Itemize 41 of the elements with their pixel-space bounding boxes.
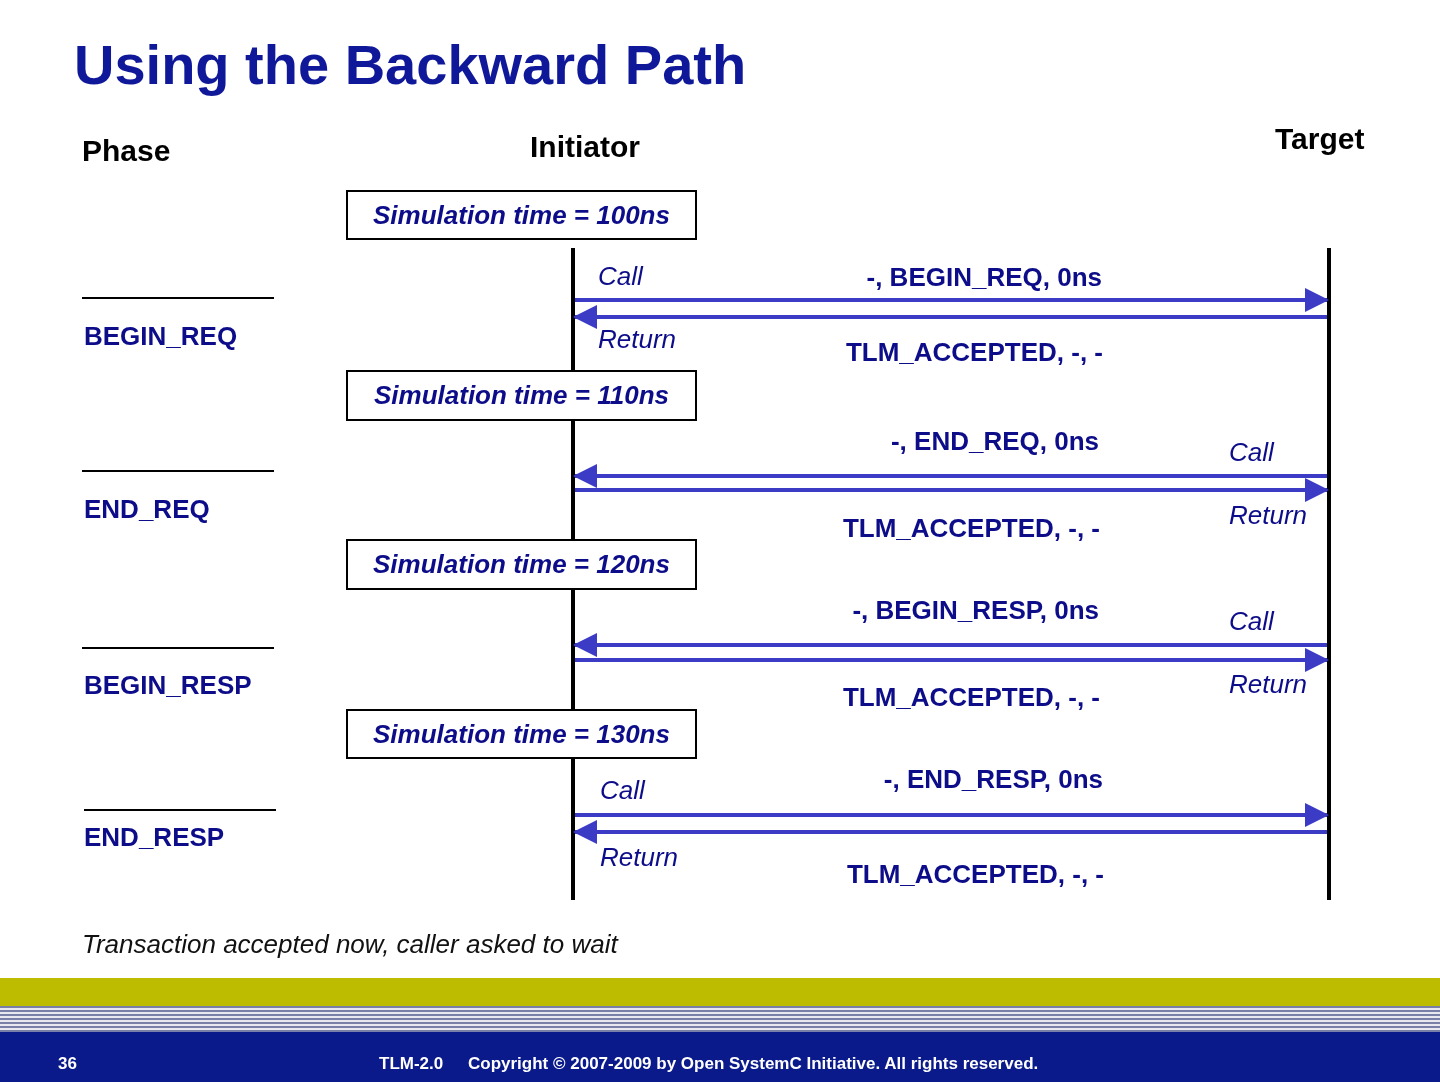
footer-text: TLM-2.0 <box>379 1054 444 1074</box>
footer-text: 36 <box>58 1054 77 1074</box>
edge-label: -, END_RESP, 0ns <box>883 764 1103 795</box>
phase-name: END_REQ <box>84 494 210 525</box>
arrow <box>573 464 1327 488</box>
time-box: Simulation time = 100ns <box>346 190 697 240</box>
phase-name: BEGIN_REQ <box>84 321 238 352</box>
column-heading: Target <box>1275 122 1365 156</box>
call-return-label: Return <box>600 842 679 873</box>
call-return-label: Return <box>1229 669 1308 700</box>
phase-name: BEGIN_RESP <box>84 670 252 701</box>
arrow <box>573 820 1327 844</box>
arrow <box>575 288 1329 312</box>
call-return-label: Call <box>600 775 645 806</box>
edge-label: -, BEGIN_RESP, 0ns <box>852 595 1099 626</box>
footer-text: Copyright © 2007-2009 by Open SystemC Initiative. All rights reserved. <box>468 1054 1039 1074</box>
arrow <box>573 305 1327 329</box>
arrow <box>573 633 1327 657</box>
edge-label: TLM_ACCEPTED, -, - <box>845 337 1103 368</box>
slide-title: Using the Backward Path <box>74 32 747 97</box>
call-return-label: Call <box>1229 437 1274 468</box>
column-heading: Phase <box>82 134 171 168</box>
arrow <box>575 478 1329 502</box>
time-box: Simulation time = 130ns <box>346 709 697 759</box>
call-return-label: Return <box>598 324 677 355</box>
call-return-label: Call <box>1229 606 1274 637</box>
edge-label: TLM_ACCEPTED, -, - <box>842 513 1100 544</box>
call-return-label: Call <box>598 261 643 292</box>
arrow <box>575 803 1329 827</box>
edge-label: TLM_ACCEPTED, -, - <box>842 682 1100 713</box>
edge-label: -, END_REQ, 0ns <box>890 426 1099 457</box>
time-box: Simulation time = 120ns <box>346 539 697 590</box>
phase-name: END_RESP <box>84 822 225 853</box>
call-return-label: Return <box>1229 500 1308 531</box>
lifeline <box>1327 248 1331 900</box>
time-box: Simulation time = 110ns <box>346 370 697 421</box>
note-text: Transaction accepted now, caller asked to wait <box>82 929 618 960</box>
edge-label: TLM_ACCEPTED, -, - <box>846 859 1104 890</box>
arrow <box>575 648 1329 672</box>
edge-label: -, BEGIN_REQ, 0ns <box>866 262 1102 293</box>
column-heading: Initiator <box>530 130 640 164</box>
